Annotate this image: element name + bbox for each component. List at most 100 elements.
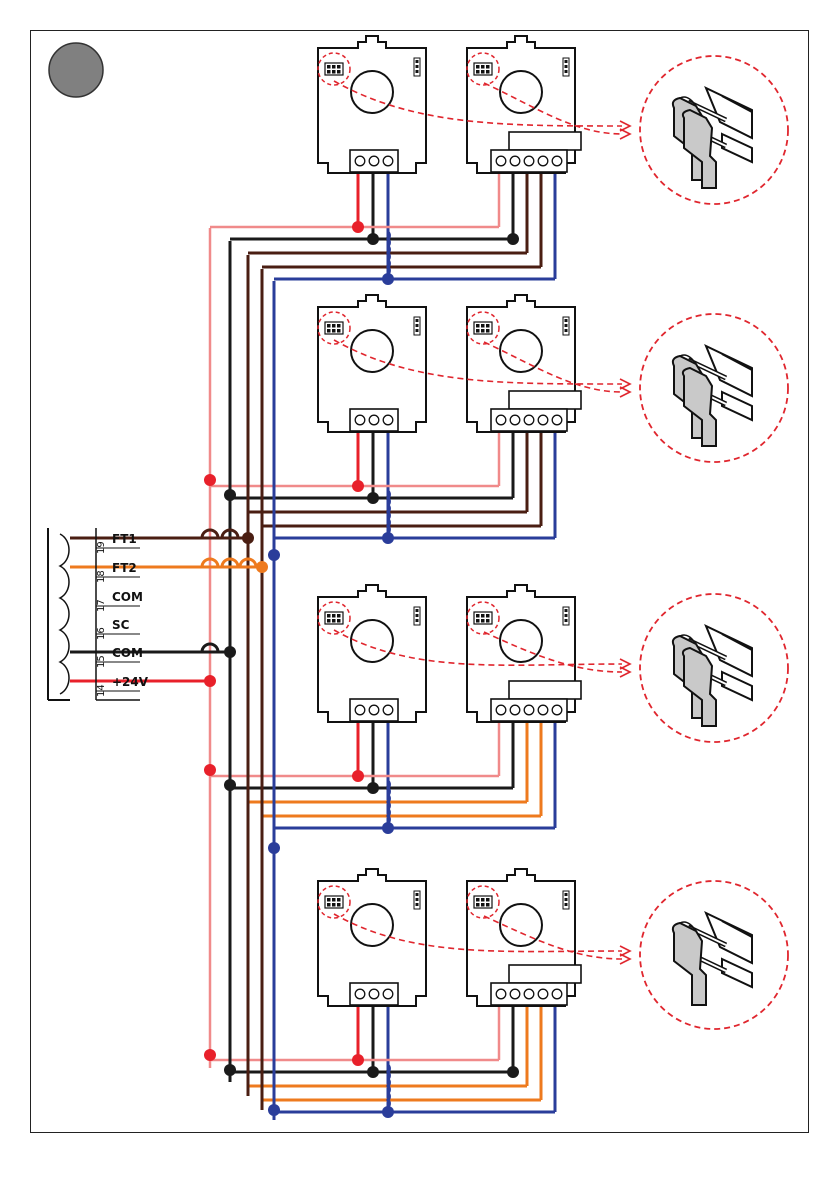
transmitter-4 [318, 869, 426, 1006]
screw-icon [369, 156, 379, 166]
screw-icon [524, 156, 534, 166]
jumper-header-icon [325, 322, 343, 334]
wire-crossover [388, 795, 389, 809]
receiver-4 [467, 869, 581, 1006]
lens-icon [500, 330, 542, 372]
screw-icon [496, 156, 506, 166]
wire-crossover [388, 232, 389, 246]
junction-dot [352, 1054, 364, 1066]
wire-crossover [388, 260, 389, 274]
screw-icon [496, 415, 506, 425]
wire-crossover [388, 1065, 389, 1079]
junction-dot [507, 233, 519, 245]
screw-icon [538, 156, 548, 166]
transmitter-3 [318, 585, 426, 722]
receiver-3 [467, 585, 581, 722]
junction-dot [367, 233, 379, 245]
junction-dot [204, 1049, 216, 1061]
callout-circle [640, 881, 788, 1029]
junction-dot [242, 532, 254, 544]
junction-dot [204, 474, 216, 486]
junction-dot [204, 675, 216, 687]
lens-icon [500, 71, 542, 113]
terminal-label: +24V [112, 675, 149, 689]
jumper-header-icon [474, 896, 492, 908]
junction-dot [204, 764, 216, 776]
screw-icon [355, 156, 365, 166]
screw-icon [369, 705, 379, 715]
screw-icon [524, 415, 534, 425]
junction-dot [367, 1066, 379, 1078]
screw-icon [383, 415, 393, 425]
screw-icon [552, 989, 562, 999]
side-connector-icon [414, 607, 420, 625]
terminal-label: FT2 [112, 561, 137, 575]
screw-icon [355, 705, 365, 715]
jumper-header-icon [474, 612, 492, 624]
terminal-label: FT1 [112, 532, 137, 546]
screw-icon [510, 705, 520, 715]
terminal-label: COM [112, 590, 143, 604]
coil-icon [60, 534, 69, 694]
junction-dot [224, 779, 236, 791]
side-connector-icon [414, 58, 420, 76]
relay-icon [509, 391, 581, 409]
arrow-head-icon [620, 387, 630, 397]
lens-icon [500, 904, 542, 946]
side-connector-icon [563, 58, 569, 76]
junction-dot [256, 561, 268, 573]
terminal-label: SC [112, 618, 130, 632]
side-connector-icon [563, 607, 569, 625]
jumper-header-icon [325, 612, 343, 624]
screw-icon [383, 156, 393, 166]
relay-icon [509, 681, 581, 699]
junction-dot [382, 822, 394, 834]
screw-icon [538, 989, 548, 999]
screw-icon [552, 705, 562, 715]
relay-icon [509, 965, 581, 983]
screw-icon [496, 705, 506, 715]
transmitter-2 [318, 295, 426, 432]
jumper-header-icon [474, 322, 492, 334]
junction-dot [367, 782, 379, 794]
junction-dot [268, 842, 280, 854]
junction-dot [367, 492, 379, 504]
junction-dot [224, 1064, 236, 1076]
arrow-head-icon [620, 129, 630, 139]
receiver-2 [467, 295, 581, 432]
screw-icon [524, 989, 534, 999]
jumper-header-icon [325, 896, 343, 908]
screw-icon [355, 989, 365, 999]
wire-crossover [388, 1093, 389, 1107]
wire-crossover [388, 519, 389, 533]
jumper-header-icon [325, 63, 343, 75]
junction-dot [352, 480, 364, 492]
screw-icon [496, 989, 506, 999]
screw-icon [538, 415, 548, 425]
screw-icon [524, 705, 534, 715]
junction-dot [352, 770, 364, 782]
screw-icon [369, 989, 379, 999]
wire-crossover [388, 491, 389, 505]
side-connector-icon [414, 891, 420, 909]
screw-icon [552, 415, 562, 425]
junction-dot [507, 1066, 519, 1078]
junction-dot [382, 1106, 394, 1118]
screw-icon [383, 989, 393, 999]
screw-icon [355, 415, 365, 425]
junction-dot [268, 1104, 280, 1116]
junction-dot [224, 646, 236, 658]
junction-dot [382, 532, 394, 544]
screw-icon [383, 705, 393, 715]
side-connector-icon [563, 317, 569, 335]
wire-crossover [388, 1079, 389, 1093]
side-connector-icon [414, 317, 420, 335]
receiver-1 [467, 36, 581, 173]
screw-icon [510, 989, 520, 999]
junction-dot [382, 273, 394, 285]
junction-dot [352, 221, 364, 233]
transmitter-1 [318, 36, 426, 173]
wire-crossover [388, 505, 389, 519]
